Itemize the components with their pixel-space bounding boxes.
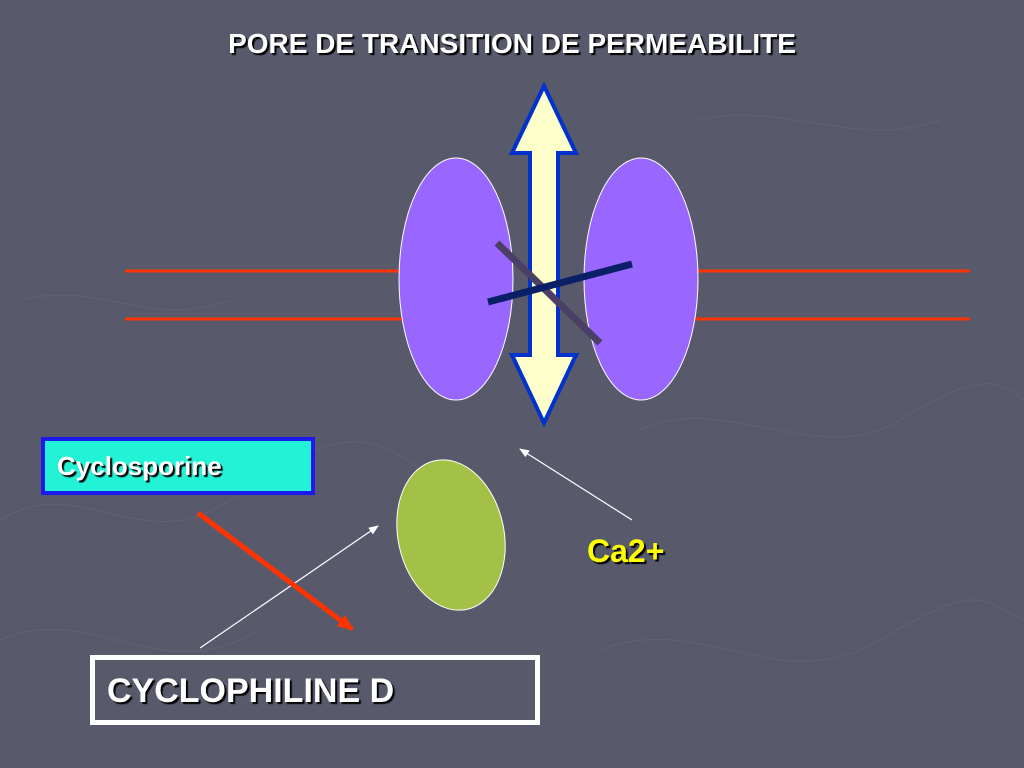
calcium-label: Ca2+ xyxy=(587,533,665,569)
cyclophiline-pointer-arrow xyxy=(199,525,379,649)
pore-protein-right xyxy=(583,157,699,401)
cyclosporine-label: Cyclosporine xyxy=(57,451,222,481)
ca-pointer-arrow xyxy=(519,448,633,521)
background-texture xyxy=(0,114,1024,662)
cyclosporine-inhibition-arrow xyxy=(196,511,354,631)
slide-title: PORE DE TRANSITION DE PERMEABILITE xyxy=(228,28,796,59)
pore-bar-navy xyxy=(487,260,633,306)
cyclophilin-blob xyxy=(396,459,506,611)
pore-protein-left xyxy=(398,157,514,401)
cyclophiline-box: CYCLOPHILINE D xyxy=(90,655,540,725)
cyclophiline-label: CYCLOPHILINE D xyxy=(107,672,395,710)
cyclosporine-box: Cyclosporine xyxy=(41,437,315,495)
double-arrow xyxy=(508,81,580,428)
pore-bar-dark-purple xyxy=(494,240,603,346)
